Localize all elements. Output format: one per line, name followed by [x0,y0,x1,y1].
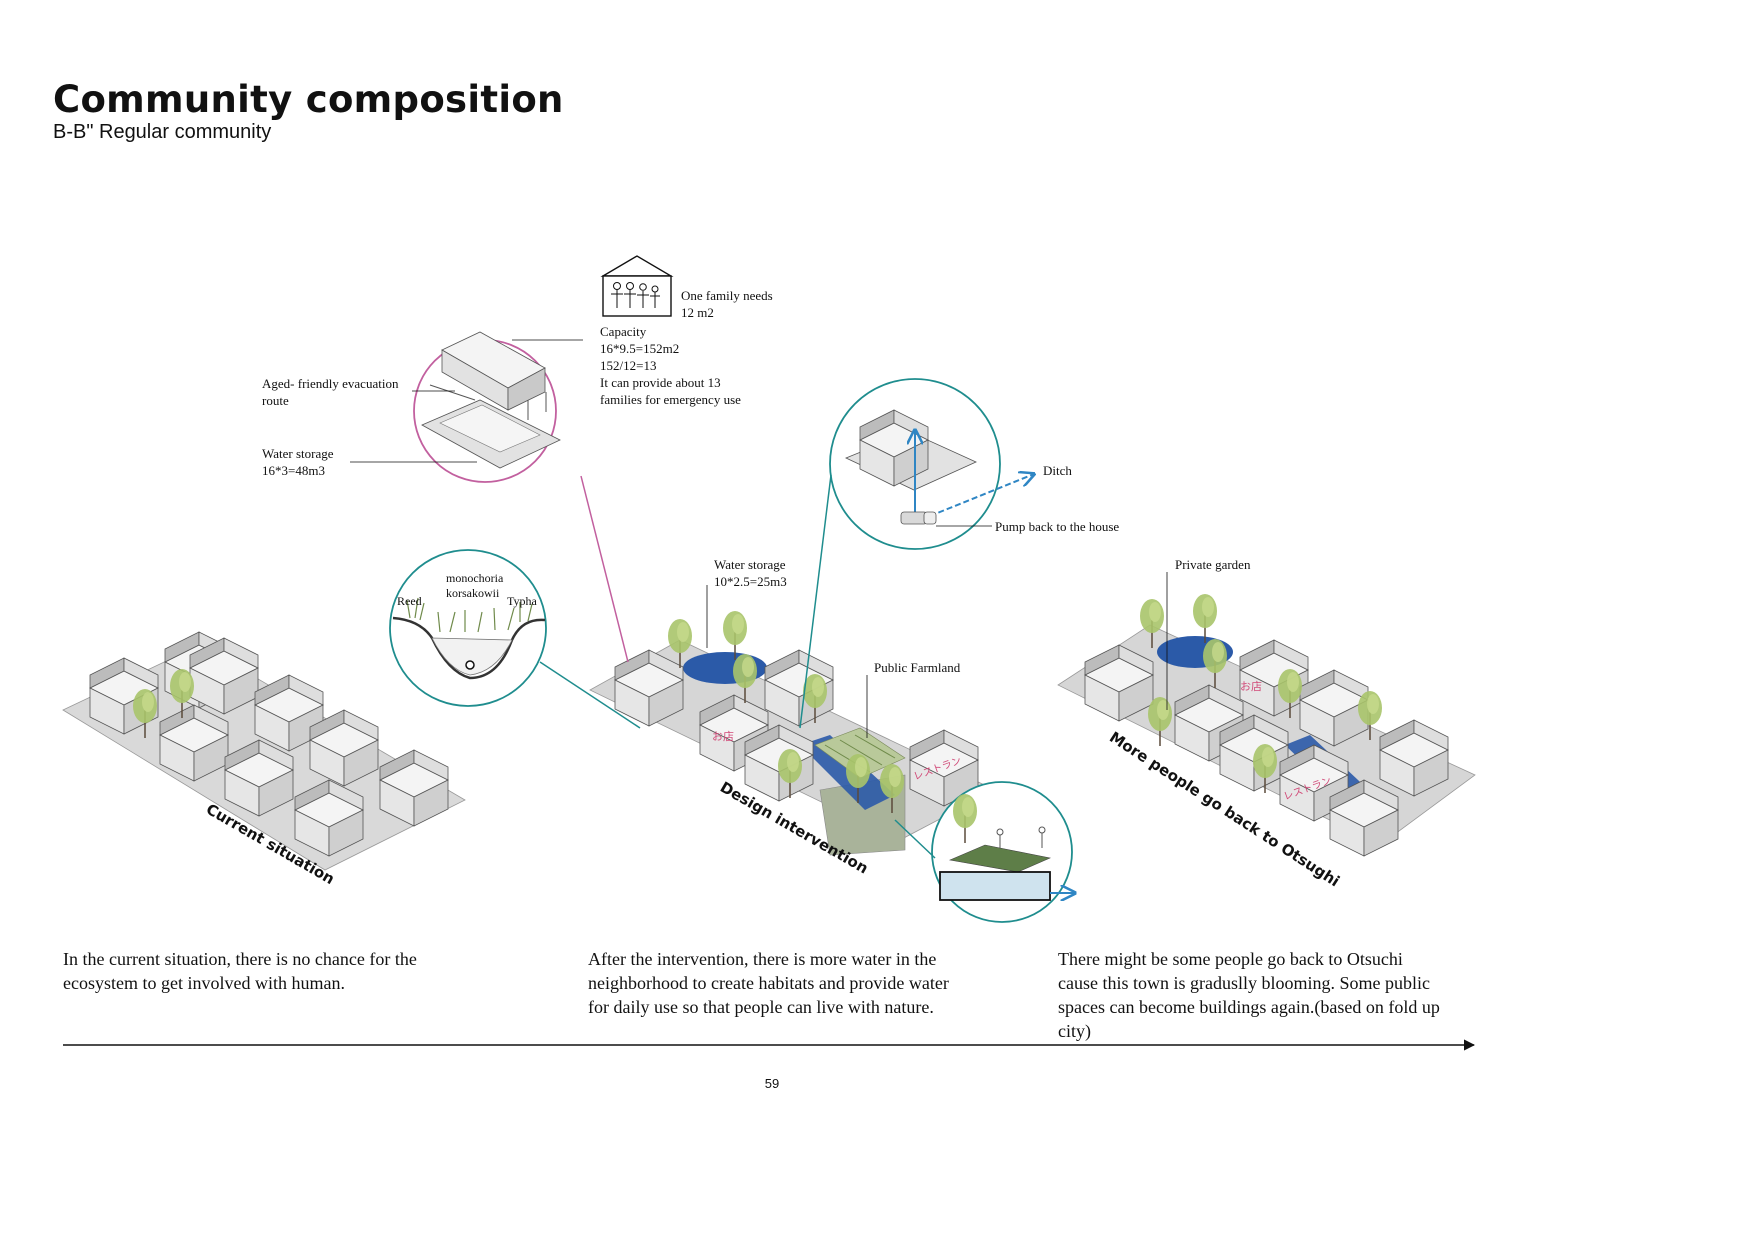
private-garden-label: Private garden [1175,557,1251,572]
page-number: 59 [764,1076,780,1091]
house-with-family-icon [600,255,674,317]
community-diagram: お店 レストラン お店 レストラン [62,255,1476,1051]
ditch-label: Ditch [1043,463,1072,478]
current-situation-block [62,631,466,871]
green-roof-callout [894,781,1075,923]
pump-callout [799,378,1034,729]
pump-label: Pump back to the house [995,519,1120,534]
page-title: Community composition [53,78,564,121]
wetland-callout [389,549,641,729]
shop-sign: お店 [712,729,734,743]
page-subtitle: B-B" Regular community [53,121,272,143]
future-block: お店 レストラン [1057,593,1476,857]
shop-sign-future: お店 [1240,679,1262,693]
description-design: After the intervention, there is more wa… [588,949,949,1017]
public-farmland-label: Public Farmland [874,660,961,675]
shelter-callout [350,331,629,663]
typha-label: Typha [507,594,537,608]
reed-label: Reed [397,594,422,608]
description-current: In the current situation, there is no ch… [63,949,417,993]
farmland [814,727,906,779]
design-intervention-block: お店 レストラン [589,610,996,856]
description-future: There might be some people go back to Ot… [1058,949,1440,1041]
